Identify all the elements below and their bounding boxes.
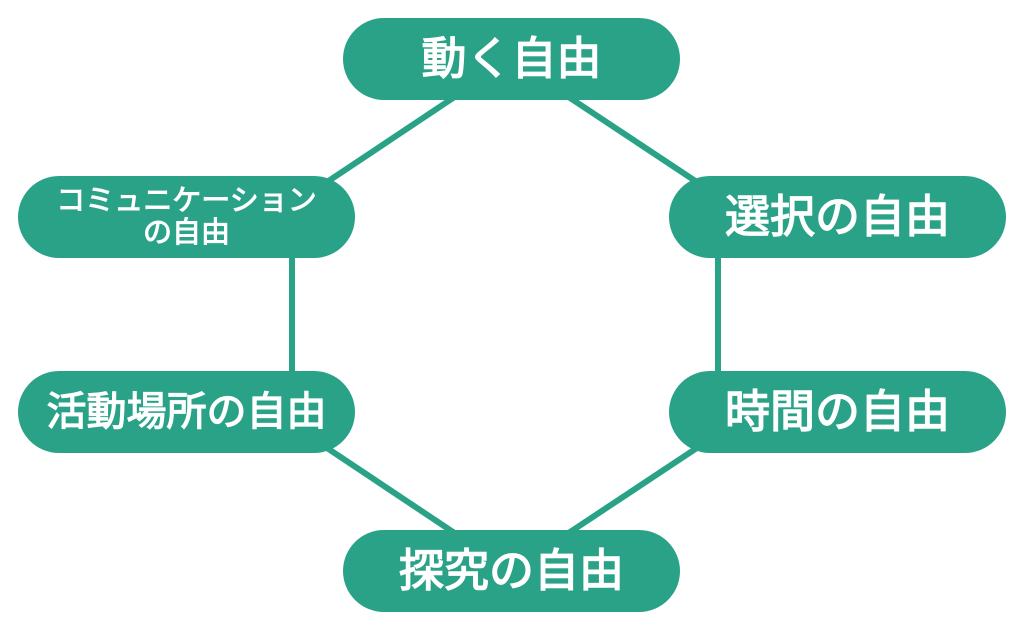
node-label: 探究の自由 — [398, 544, 624, 598]
node-label: 動く自由 — [421, 32, 602, 86]
node-label: 活動場所の自由 — [46, 389, 327, 435]
node-freedom-to-move: 動く自由 — [343, 18, 680, 100]
node-freedom-of-choice: 選択の自由 — [669, 176, 1006, 258]
node-freedom-of-communication: コミュニケーション の自由 — [18, 176, 355, 258]
node-label: 時間の自由 — [724, 385, 950, 439]
node-freedom-of-activity-place: 活動場所の自由 — [18, 371, 355, 453]
node-label: コミュニケーション の自由 — [56, 183, 317, 249]
node-label: 選択の自由 — [724, 190, 950, 244]
node-freedom-of-inquiry: 探究の自由 — [343, 530, 680, 612]
node-freedom-of-time: 時間の自由 — [669, 371, 1006, 453]
